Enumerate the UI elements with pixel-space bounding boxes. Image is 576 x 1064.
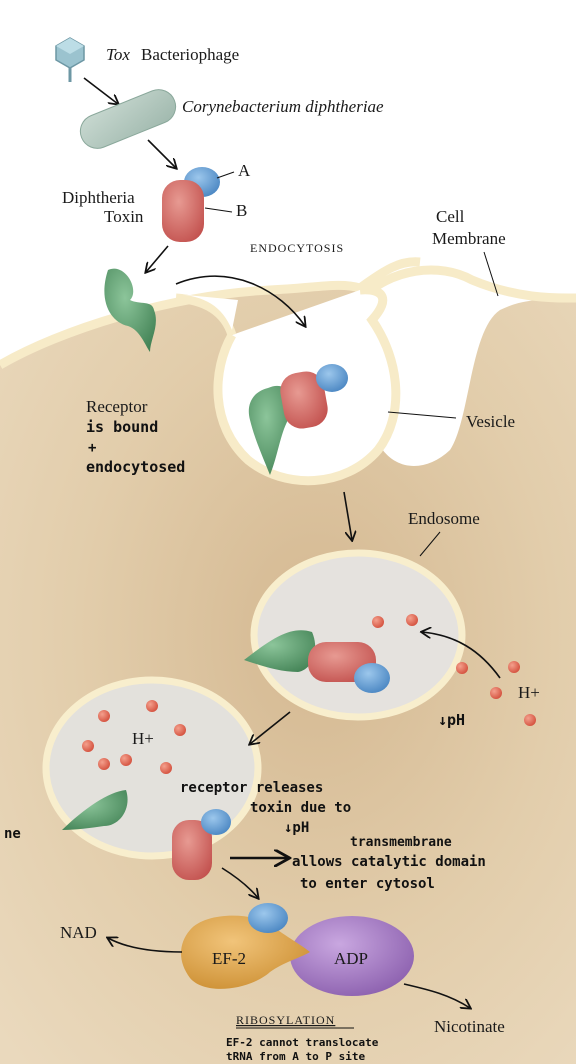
proton: [456, 662, 468, 674]
arrow-to-nicotinate: [403, 983, 470, 1008]
nicotinate-label: Nicotinate: [434, 1017, 505, 1036]
subunit-b-label: B: [236, 201, 247, 220]
tox-bacteriophage-icon: [55, 37, 85, 82]
receptor-shape: [104, 268, 156, 352]
ef2-molecule: [181, 915, 310, 989]
proton: [160, 762, 172, 774]
ef2-label: EF-2: [212, 949, 246, 968]
proton: [524, 714, 536, 726]
endosome: [250, 549, 466, 721]
phage-label-italic: Tox: [106, 45, 130, 64]
note-endocytosed: endocytosed: [86, 458, 185, 476]
proton: [508, 661, 520, 673]
release-note-3: ↓pH: [284, 820, 309, 836]
subunit-a-label: A: [238, 161, 251, 180]
release-note-2: toxin due to: [250, 800, 351, 816]
extracellular-space: [176, 294, 238, 330]
receptor-label: Receptor: [86, 397, 148, 416]
trans-note-1: transmembrane: [350, 835, 452, 850]
adp-molecule: [290, 916, 414, 996]
h-plus-outside-label: H+: [518, 683, 540, 702]
arrow-toxin-to-ef2: [221, 867, 258, 898]
cell-membrane-label-2: Membrane: [432, 229, 506, 248]
arrow-phage-to-bacterium: [83, 77, 118, 104]
note-plus: +: [88, 440, 96, 456]
leader-vesicle: [387, 411, 457, 419]
trans-note-3: to enter cytosol: [300, 876, 435, 892]
ribosylation-label: RIBOSYLATION: [236, 1013, 335, 1027]
bacterium-label: Corynebacterium diphtheriae: [182, 97, 384, 116]
endocytosis-label: ENDOCYTOSIS: [250, 241, 344, 255]
leader-endosome: [419, 531, 441, 557]
toxin-subunit-b: [162, 180, 204, 242]
proton: [98, 758, 110, 770]
h-plus-inside-label: H+: [132, 729, 154, 748]
release-note-1: receptor releases: [180, 780, 323, 796]
released-receptor: [62, 790, 128, 830]
vesicle-label: Vesicle: [466, 412, 515, 431]
trans-note-2: allows catalytic domain: [292, 854, 486, 870]
bacterium-icon: [79, 89, 177, 149]
leader-b: [204, 207, 233, 213]
adp-label: ADP: [334, 949, 368, 968]
edge-mark: ne: [4, 826, 21, 842]
arrow-bacterium-to-toxin: [147, 139, 176, 168]
toxin-label-line2: Toxin: [104, 207, 144, 226]
vesicle-complex: [248, 364, 348, 475]
released-toxin: [172, 809, 231, 880]
arrow-vesicle-to-endosome: [343, 491, 352, 540]
proton: [82, 740, 94, 752]
ph-drop-note: ↓pH: [438, 711, 465, 729]
leader-membrane: [483, 251, 499, 297]
endosome-label: Endosome: [408, 509, 480, 528]
vesicle-pocket: [356, 265, 576, 304]
arrow-protons-in: [422, 632, 501, 679]
membrane-left-join: [175, 293, 237, 337]
cell-membrane: [0, 257, 421, 369]
note-is-bound: is bound: [86, 418, 158, 436]
proton: [146, 700, 158, 712]
arrow-to-nad: [108, 938, 183, 953]
arrow-endocytosis: [175, 275, 305, 326]
proton: [98, 710, 110, 722]
proton: [174, 724, 186, 736]
cell-membrane-label-1: Cell: [436, 207, 465, 226]
ribo-note-2: tRNA from A to P site: [226, 1050, 365, 1063]
toxin-label-line1: Diphtheria: [62, 188, 135, 207]
ribo-note-1: EF-2 cannot translocate: [226, 1036, 379, 1049]
catalytic-domain: [248, 903, 288, 933]
arrow-endosome-to-vesicle: [250, 711, 291, 744]
proton: [406, 614, 418, 626]
arrow-toxin-to-receptor: [146, 245, 169, 272]
diphtheria-toxin: [162, 167, 220, 242]
proton: [490, 687, 502, 699]
leader-a: [216, 171, 235, 179]
proton: [372, 616, 384, 628]
proton: [120, 754, 132, 766]
phage-label: Bacteriophage: [141, 45, 239, 64]
nad-label: NAD: [60, 923, 97, 942]
endosome-complex: [244, 630, 390, 693]
